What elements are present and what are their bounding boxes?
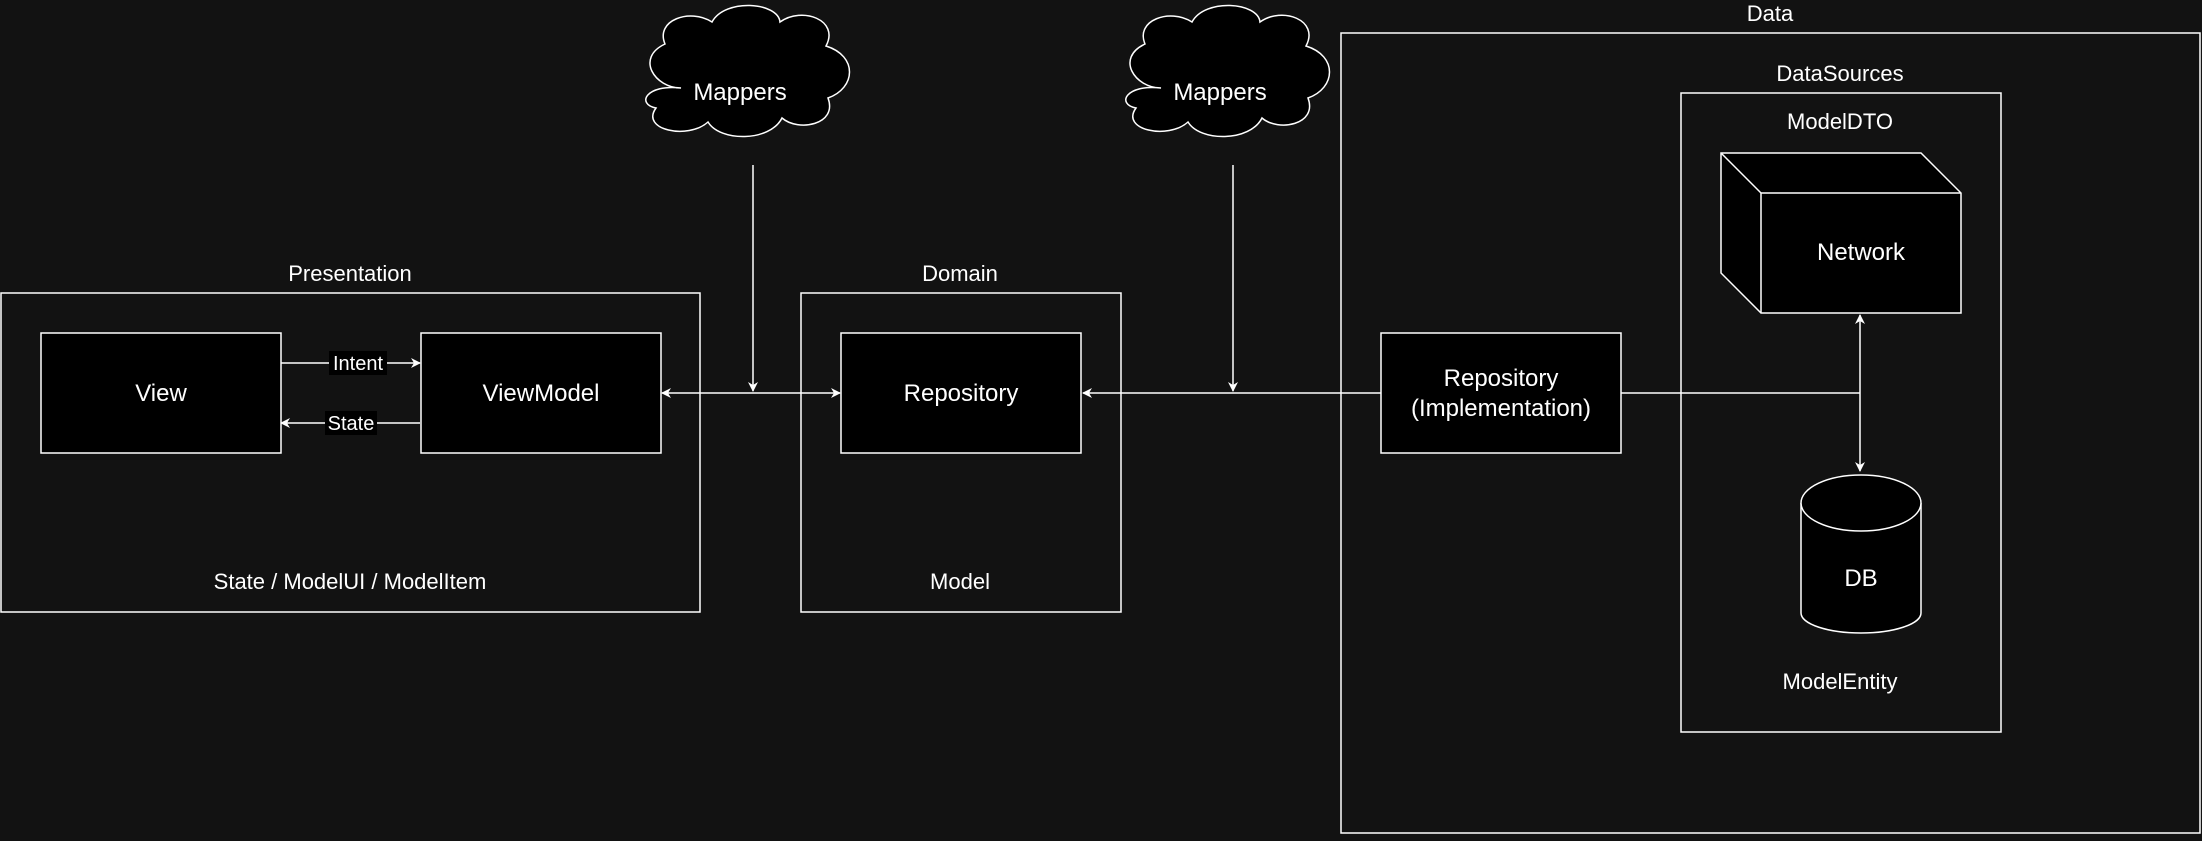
- viewmodel-node: ViewModel: [420, 332, 662, 454]
- view-node: View: [40, 332, 282, 454]
- repository-impl-node: Repository (Implementation): [1380, 332, 1622, 454]
- presentation-group: Presentation State / ModelUI / ModelItem: [0, 261, 701, 613]
- presentation-title: Presentation: [288, 261, 412, 286]
- mappers-right-cloud: Mappers: [1125, 4, 1331, 138]
- domain-border: [800, 292, 1122, 613]
- presentation-caption: State / ModelUI / ModelItem: [214, 569, 487, 594]
- mappers-left-label: Mappers: [693, 79, 786, 106]
- datasources-border: [1680, 92, 2002, 733]
- viewmodel-label: ViewModel: [483, 380, 600, 407]
- intent-label: Intent: [329, 351, 387, 375]
- repository-node: Repository: [840, 332, 1082, 454]
- domain-title: Domain: [922, 261, 998, 286]
- network-label: Network: [1817, 239, 1906, 266]
- domain-caption: Model: [930, 569, 990, 594]
- data-title: Data: [1747, 1, 1794, 26]
- data-border: [1340, 32, 2201, 834]
- datasources-title: DataSources: [1776, 61, 1903, 86]
- domain-group: Domain Model: [800, 261, 1122, 613]
- mappers-left-cloud: Mappers: [645, 4, 851, 138]
- db-node: DB: [1800, 474, 1922, 634]
- view-label: View: [135, 380, 187, 407]
- data-group: Data: [1340, 1, 2201, 834]
- repository-impl-label-line1: Repository: [1444, 365, 1559, 392]
- modelentity-caption: ModelEntity: [1783, 669, 1898, 694]
- connectors: [280, 165, 1865, 472]
- modeldto-caption: ModelDTO: [1787, 109, 1893, 134]
- repository-label: Repository: [904, 380, 1019, 407]
- mappers-right-label: Mappers: [1173, 79, 1266, 106]
- db-label: DB: [1844, 565, 1877, 592]
- state-label: State: [325, 411, 377, 435]
- repository-impl-label-line2: (Implementation): [1411, 395, 1591, 422]
- network-node: Network: [1720, 152, 1962, 314]
- presentation-border: [0, 292, 701, 613]
- datasources-group: DataSources ModelDTO ModelEntity: [1680, 61, 2002, 733]
- state-label-text: State: [328, 413, 375, 435]
- intent-label-text: Intent: [333, 353, 383, 375]
